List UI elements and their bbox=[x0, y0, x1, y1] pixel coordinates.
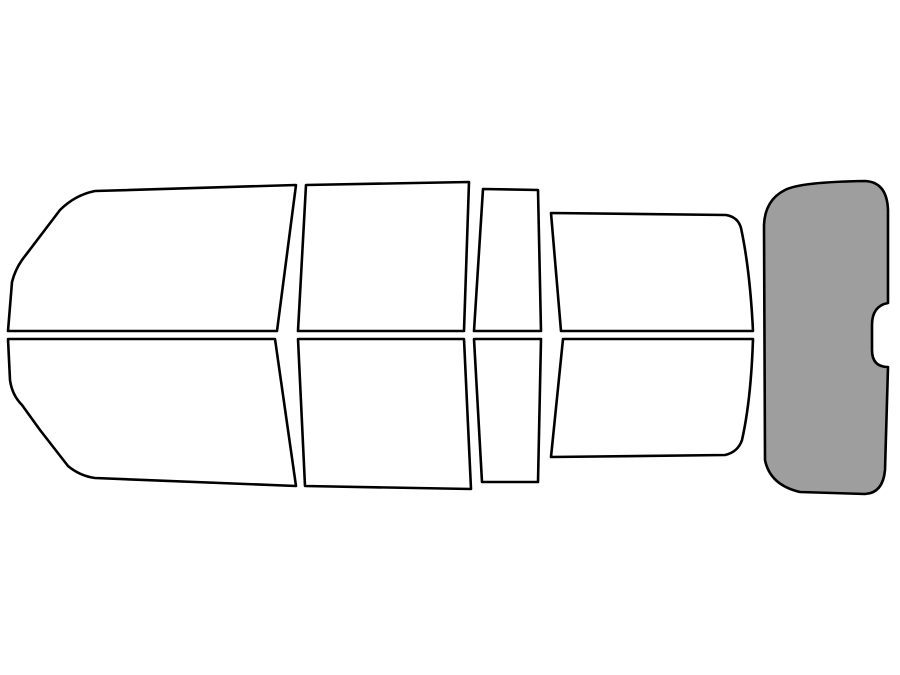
front-door-lower-window[interactable] bbox=[6, 337, 298, 488]
narrow-lower-window[interactable] bbox=[472, 337, 543, 484]
rear-door-upper-window[interactable] bbox=[296, 180, 471, 333]
quarter-lower-window[interactable] bbox=[549, 337, 755, 459]
quarter-upper-window[interactable] bbox=[549, 211, 755, 333]
front-door-upper-window[interactable] bbox=[6, 183, 298, 333]
narrow-upper-window[interactable] bbox=[472, 187, 543, 333]
rear-door-lower-window[interactable] bbox=[296, 337, 473, 491]
rear-windshield[interactable] bbox=[762, 179, 890, 496]
